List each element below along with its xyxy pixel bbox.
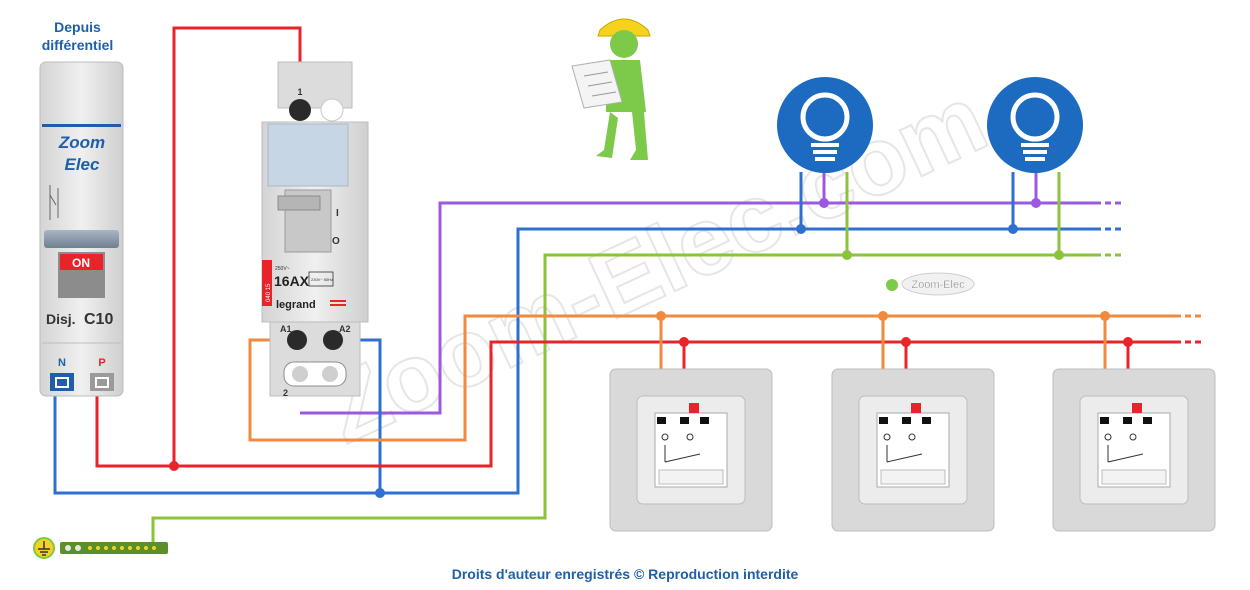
lamp-1 bbox=[777, 77, 873, 173]
pushbutton-3[interactable] bbox=[1052, 368, 1216, 532]
source-label-line1: Depuis bbox=[54, 19, 101, 35]
terminal-n[interactable] bbox=[50, 373, 74, 391]
wire-phase-relay bbox=[172, 26, 302, 466]
light-bulb-icon bbox=[1010, 92, 1060, 161]
earth-bar bbox=[33, 537, 168, 559]
breaker-brand-2: Elec bbox=[65, 155, 101, 174]
light-bulb-icon bbox=[800, 92, 850, 161]
breaker-symbol-icon bbox=[49, 185, 59, 220]
relay-coil-a1: A1 bbox=[280, 324, 292, 334]
terminal-p-label: P bbox=[98, 357, 105, 369]
pushbutton-1[interactable] bbox=[609, 368, 773, 532]
relay-coil-a2: A2 bbox=[339, 324, 351, 334]
circuit-breaker: Zoom Elec ON Disj. C10 N P bbox=[39, 61, 124, 397]
junction-dots bbox=[169, 198, 1133, 498]
wire-return bbox=[248, 314, 1175, 442]
relay-top-terminal: 1 bbox=[297, 87, 302, 97]
relay-screw-a2[interactable] bbox=[323, 330, 343, 350]
relay-pos-o: O bbox=[332, 236, 340, 247]
worker-reading-plan-icon bbox=[571, 18, 651, 160]
relay-coil-voltage: 230V~ 50Hz bbox=[311, 277, 333, 282]
source-label-line2: différentiel bbox=[41, 37, 114, 53]
relay-rating-small: 250V~ bbox=[275, 266, 290, 272]
lamp-drops bbox=[799, 172, 1061, 255]
relay-rating: 16AX bbox=[274, 273, 310, 289]
wire-neutral bbox=[53, 227, 1095, 495]
zoom-elec-logo: Zoom-Elec bbox=[886, 272, 975, 296]
pushbutton-2[interactable] bbox=[831, 368, 995, 532]
relay-lever[interactable] bbox=[277, 195, 321, 211]
wire-control bbox=[300, 201, 1095, 415]
breaker-toggle[interactable] bbox=[44, 230, 119, 248]
relay-side-code: 040 15 bbox=[266, 283, 272, 302]
earth-ground-icon bbox=[33, 537, 55, 559]
relay-pos-i: I bbox=[336, 208, 339, 219]
logo-text: Zoom-Elec bbox=[911, 279, 965, 291]
impulse-relay: 1 I O 040 15 250V~ 16AX 230V~ 50Hz legra… bbox=[261, 61, 369, 398]
wire-earth bbox=[151, 253, 1095, 547]
relay-screw-top[interactable] bbox=[289, 99, 311, 121]
wire-phase bbox=[95, 340, 1175, 468]
lamp-2 bbox=[987, 77, 1083, 173]
breaker-model-prefix: Disj. bbox=[46, 311, 76, 327]
terminal-p[interactable] bbox=[90, 373, 114, 391]
on-label: ON bbox=[72, 256, 90, 270]
relay-screw-a1[interactable] bbox=[287, 330, 307, 350]
breaker-model: C10 bbox=[84, 311, 113, 328]
relay-bottom-terminal: 2 bbox=[283, 388, 288, 398]
terminal-n-label: N bbox=[58, 357, 66, 369]
breaker-brand-1: Zoom bbox=[58, 133, 105, 152]
source-label: Depuis différentiel bbox=[20, 18, 135, 54]
relay-brand: legrand bbox=[276, 299, 316, 311]
copyright-footer: Droits d'auteur enregistrés © Reproducti… bbox=[451, 566, 799, 582]
on-badge bbox=[60, 254, 103, 270]
